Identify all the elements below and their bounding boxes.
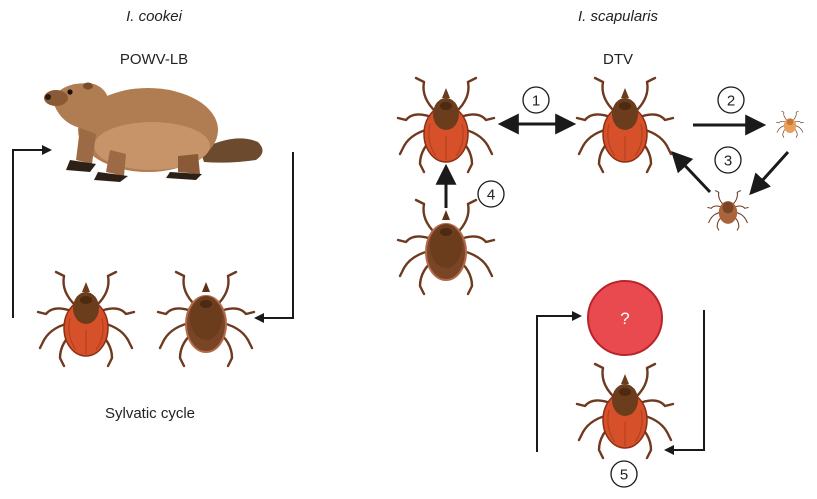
- right-adult-female-tick-c: [577, 364, 673, 458]
- sylvatic-arrow-down: [254, 152, 294, 323]
- left-adult-female-tick: [38, 272, 134, 366]
- step-badge-5: 5: [610, 460, 638, 488]
- groundhog-illustration: [44, 82, 263, 182]
- sylvatic-arrow-up: [12, 145, 52, 318]
- unknown-host-label: ?: [620, 309, 629, 328]
- left-virus-label: POWV-LB: [120, 51, 188, 68]
- step-badge-2: 2: [717, 86, 745, 114]
- right-species-label: I. scapularis: [578, 8, 659, 25]
- cycle-5-arrow-down: [664, 310, 705, 455]
- unknown-host-circle: [587, 280, 663, 356]
- cycle-5-arrow-up: [536, 311, 582, 452]
- arrow-larva-to-nymph: [749, 150, 790, 196]
- nymph-tick: [707, 190, 749, 231]
- step-badge-1: 1: [522, 86, 550, 114]
- arrow-step-3: [671, 150, 712, 194]
- larva-tick: [776, 110, 804, 138]
- right-adult-female-tick-b: [577, 78, 673, 172]
- step-badge-3: 3: [714, 146, 742, 174]
- step-badge-4: 4: [477, 180, 505, 208]
- step-number-3: 3: [724, 153, 732, 170]
- step-number-2: 2: [727, 93, 735, 110]
- step-number-4: 4: [487, 187, 495, 204]
- right-adult-female-tick-a: [398, 78, 494, 172]
- step-number-1: 1: [532, 93, 540, 110]
- left-species-label: I. cookei: [126, 8, 183, 25]
- right-adult-male-tick: [398, 200, 494, 294]
- left-adult-male-tick: [158, 272, 254, 366]
- right-virus-label: DTV: [603, 51, 633, 68]
- sylvatic-cycle-label: Sylvatic cycle: [105, 405, 195, 422]
- step-number-5: 5: [620, 467, 628, 484]
